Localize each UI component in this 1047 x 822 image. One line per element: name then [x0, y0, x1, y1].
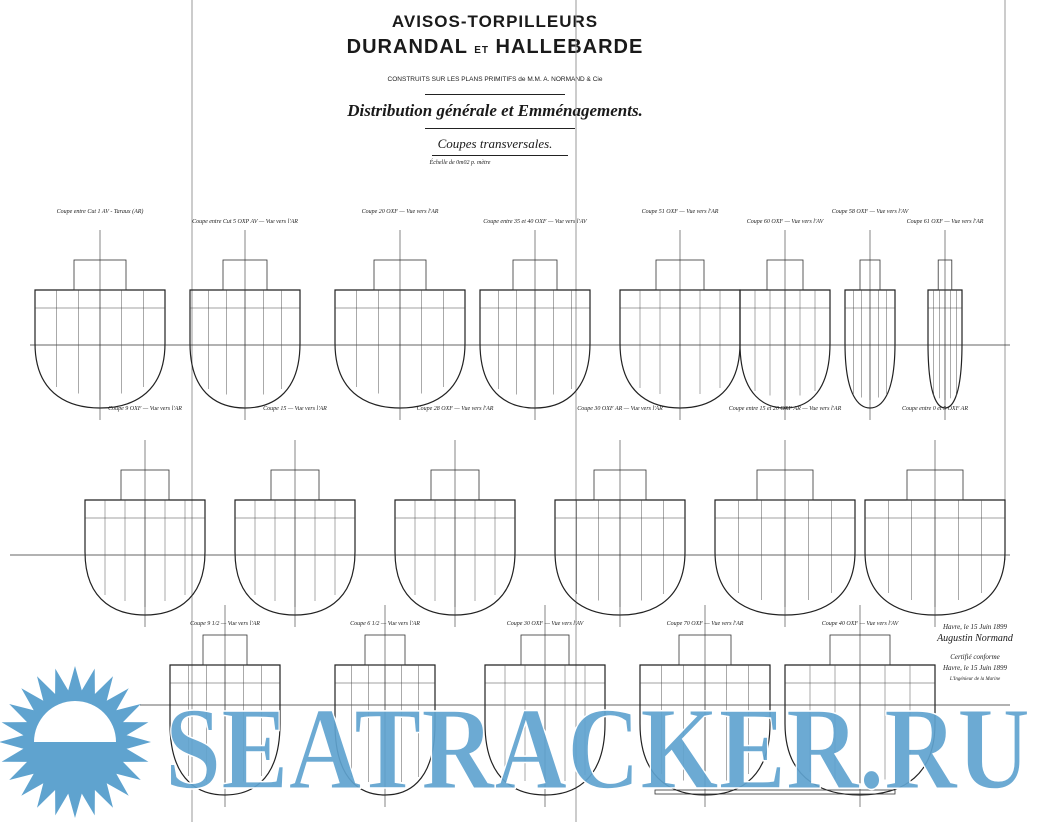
scale-bar: [654, 789, 896, 795]
hull-section: [554, 440, 686, 627]
hull-section: [784, 605, 936, 807]
section-label: Coupe 51 OXF — Vue vers l'AR: [641, 209, 719, 215]
section-label: Coupe 9 OXF — Vue vers l'AR: [108, 406, 182, 412]
title-line-2: DURANDAL ET HALLEBARDE: [0, 36, 990, 59]
hull-section: [334, 605, 436, 807]
signature-name: Augustin Normand: [937, 633, 1013, 644]
certifier-role: L'Ingénieur de la Marine: [949, 677, 1001, 682]
hull-section: [394, 440, 516, 627]
section-label: Coupe entre Cut 1 AV - Taraux (AR): [56, 209, 144, 215]
section-label: Coupe entre 15 et 20 OXF AR — Vue vers l…: [728, 406, 842, 412]
hull-section: [234, 440, 356, 627]
divider: [425, 128, 575, 129]
ship-name-hallebarde: HALLEBARDE: [495, 36, 644, 58]
certified-date: Havre, le 15 Juin 1899: [942, 664, 1008, 672]
section-label: Coupe 9 1/2 — Vue vers l'AR: [190, 621, 260, 627]
scale-note: Échelle de 0m02 p. mètre: [429, 160, 491, 166]
section-label: Coupe entre Cut 5 OXP AV — Vue vers l'AR: [192, 219, 298, 225]
section-label: Coupe 15 — Vue vers l'AR: [263, 406, 327, 412]
hull-section: [189, 230, 301, 420]
section-label: Coupe 6 1/2 — Vue vers l'AR: [350, 621, 420, 627]
hull-section: [169, 605, 281, 807]
hull-section: [639, 605, 771, 807]
section-label: Coupe 20 OXF — Vue vers l'AR: [361, 209, 439, 215]
section-title: Coupes transversales.: [437, 136, 553, 151]
hull-section: [714, 440, 856, 627]
divider: [432, 155, 568, 156]
certified-note: Certifié conforme: [950, 653, 1000, 661]
section-label: Coupe 30 OXF AR — Vue vers l'AR: [577, 406, 663, 412]
hull-section: [739, 230, 831, 420]
section-label: Coupe 58 OXF — Vue vers l'AV: [831, 209, 909, 215]
hull-section: [844, 230, 896, 420]
signature-date: Havre, le 15 Juin 1899: [942, 623, 1008, 631]
title-et: ET: [474, 45, 489, 56]
section-label: Coupe 28 OXF — Vue vers l'AR: [416, 406, 494, 412]
builder-note: CONSTRUITS SUR LES PLANS PRIMITIFS de M.…: [387, 76, 603, 83]
title-line-1: AVISOS-TORPILLEURS: [391, 12, 599, 31]
hull-section: [334, 230, 466, 420]
section-label: Coupe 70 OXF — Vue vers l'AR: [666, 621, 744, 627]
drawing-subtitle: Distribution générale et Emménagements.: [347, 101, 643, 120]
signature-block: Havre, le 15 Juin 1899 Augustin Normand …: [920, 622, 1030, 685]
divider: [425, 94, 565, 95]
ship-name-durandal: DURANDAL: [346, 36, 468, 58]
hull-section: [484, 605, 606, 807]
section-label: Coupe entre 35 et 40 OXF — Vue vers l'AV: [483, 219, 587, 225]
hull-section: [619, 230, 741, 420]
hull-section: [84, 440, 206, 627]
section-label: Coupe 40 OXF — Vue vers l'AV: [821, 621, 899, 627]
section-label: Coupe 61 OXF — Vue vers l'AR: [906, 219, 984, 225]
hull-section: [864, 440, 1006, 627]
hull-section: [34, 230, 166, 420]
section-label: Coupe entre 0 et 5 OXF AR: [902, 406, 968, 412]
section-label: Coupe 60 OXF — Vue vers l'AV: [746, 219, 824, 225]
hull-section: [479, 230, 591, 420]
section-label: Coupe 30 OXF — Vue vers l'AV: [506, 621, 584, 627]
hull-section: [927, 230, 963, 420]
